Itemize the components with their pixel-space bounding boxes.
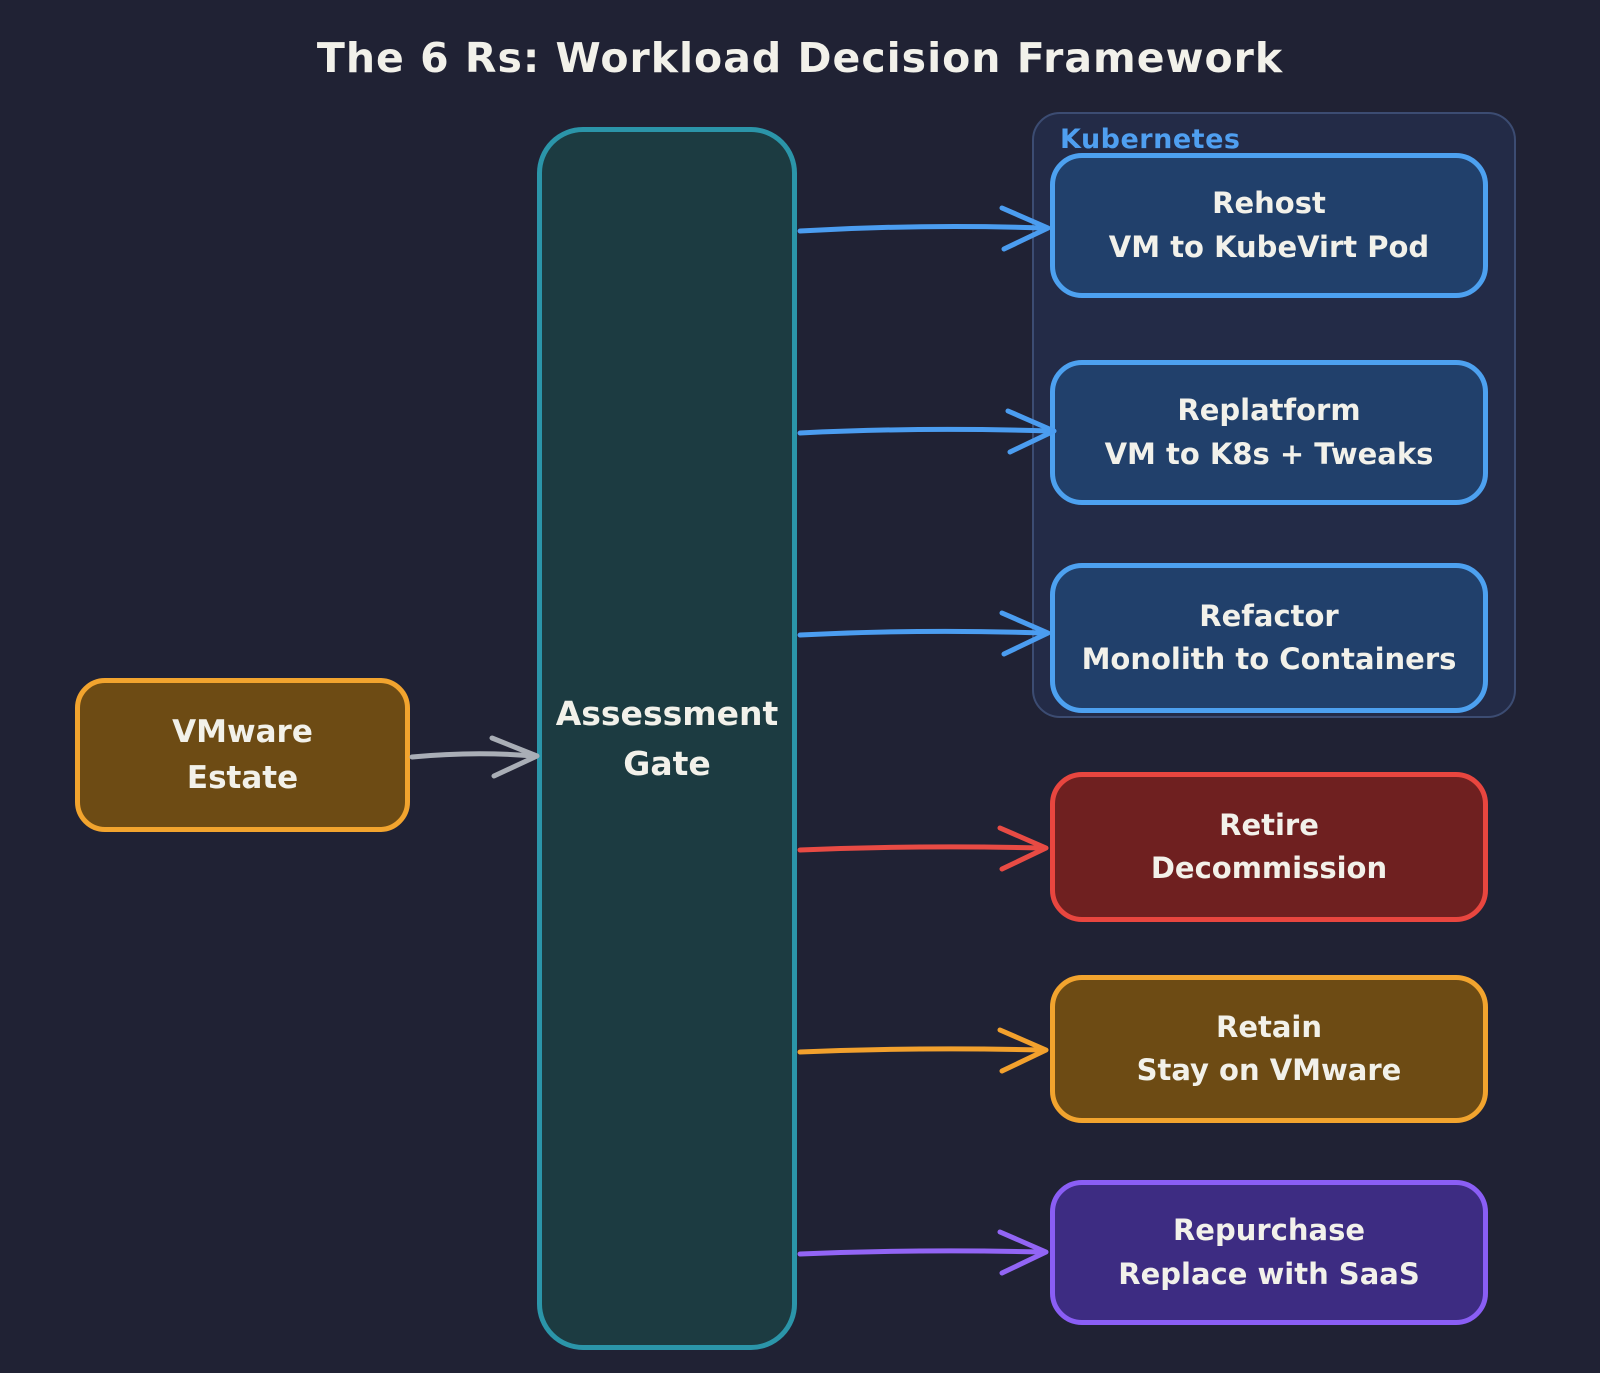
- diagram-title: The 6 Rs: Workload Decision Framework: [316, 34, 1284, 82]
- node-rehost[interactable]: Rehost VM to KubeVirt Pod: [1050, 153, 1488, 298]
- arrow-gate-to-repurchase: [797, 1229, 1049, 1276]
- arrow-gate-to-rehost: [797, 205, 1051, 252]
- node-title: Repurchase: [1172, 1213, 1366, 1247]
- arrow-gate-to-replatform: [797, 408, 1057, 455]
- kubernetes-group-label: Kubernetes: [1060, 124, 1241, 155]
- node-subtitle: Replace with SaaS: [1118, 1256, 1420, 1291]
- node-subtitle: VM to KubeVirt Pod: [1108, 229, 1430, 264]
- node-subtitle: Estate: [186, 760, 299, 796]
- node-title: Rehost: [1212, 186, 1326, 220]
- node-retire[interactable]: Retire Decommission: [1050, 772, 1488, 922]
- node-subtitle: VM to K8s + Tweaks: [1104, 436, 1434, 471]
- arrow-gate-to-retire: [797, 825, 1049, 872]
- node-subtitle: Monolith to Containers: [1081, 642, 1457, 676]
- node-title: Retain: [1215, 1009, 1323, 1044]
- node-vmware-estate[interactable]: VMware Estate: [75, 678, 410, 832]
- node-title: Replatform: [1177, 393, 1361, 427]
- node-title: Refactor: [1199, 598, 1339, 633]
- node-subtitle: Decommission: [1150, 851, 1388, 885]
- arrow-gate-to-retain: [797, 1027, 1049, 1074]
- node-subtitle: Gate: [623, 743, 711, 783]
- node-title: Assessment: [555, 694, 779, 733]
- node-refactor[interactable]: Refactor Monolith to Containers: [1050, 563, 1488, 713]
- node-retain[interactable]: Retain Stay on VMware: [1050, 975, 1488, 1123]
- node-title: VMware: [172, 713, 313, 750]
- node-repurchase[interactable]: Repurchase Replace with SaaS: [1050, 1180, 1488, 1325]
- node-replatform[interactable]: Replatform VM to K8s + Tweaks: [1050, 360, 1488, 505]
- arrow-estate-to-gate: [409, 735, 540, 779]
- node-assessment-gate[interactable]: Assessment Gate: [537, 127, 797, 1350]
- node-title: Retire: [1219, 807, 1319, 842]
- node-subtitle: Stay on VMware: [1136, 1053, 1402, 1087]
- arrow-gate-to-refactor: [797, 610, 1051, 657]
